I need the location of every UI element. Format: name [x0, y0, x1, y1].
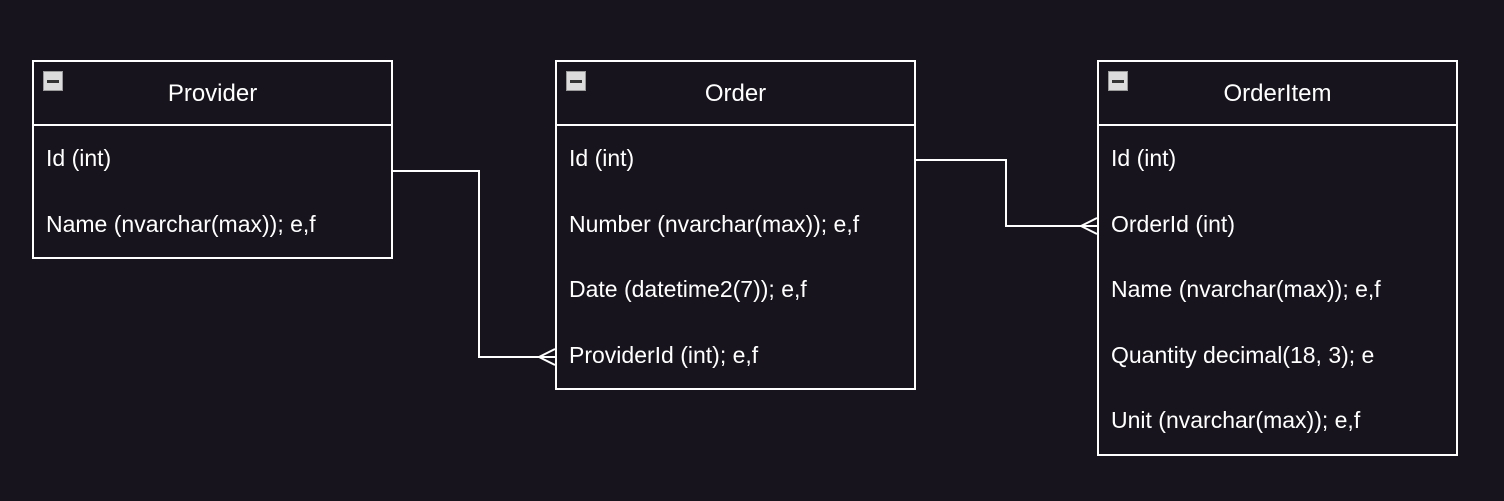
field-row[interactable]: Number (nvarchar(max)); e,f [569, 210, 860, 237]
field-row[interactable]: Name (nvarchar(max)); e,f [46, 210, 316, 237]
entity-provider[interactable]: Provider Id (int) Name (nvarchar(max)); … [32, 60, 393, 259]
field-row[interactable]: Id (int) [46, 145, 112, 172]
field-row[interactable]: OrderId (int) [1111, 210, 1235, 237]
field-row[interactable]: Id (int) [1111, 145, 1177, 172]
relationship-order-orderitem[interactable] [916, 159, 1098, 235]
field-row[interactable]: Id (int) [569, 145, 635, 172]
entity-header[interactable]: OrderItem [1099, 62, 1456, 126]
entity-orderitem[interactable]: OrderItem Id (int) OrderId (int) Name (n… [1097, 60, 1458, 456]
minus-square-icon[interactable] [1108, 71, 1128, 91]
crows-foot-icon [1080, 217, 1098, 235]
entity-title: OrderItem [1223, 80, 1332, 107]
field-row[interactable]: Unit (nvarchar(max)); e,f [1111, 407, 1361, 434]
entity-header[interactable]: Order [557, 62, 914, 126]
connector-line [393, 170, 555, 358]
minus-square-icon[interactable] [43, 71, 63, 91]
field-row[interactable]: Name (nvarchar(max)); e,f [1111, 276, 1381, 303]
minus-square-icon[interactable] [566, 71, 586, 91]
relationship-provider-order[interactable] [393, 170, 556, 366]
entity-title: Order [704, 80, 767, 107]
entity-header[interactable]: Provider [34, 62, 391, 126]
entity-order[interactable]: Order Id (int) Number (nvarchar(max)); e… [555, 60, 916, 390]
connector-line [916, 159, 1097, 227]
field-row[interactable]: ProviderId (int); e,f [569, 341, 759, 368]
entity-title: Provider [167, 80, 258, 107]
field-row[interactable]: Date (datetime2(7)); e,f [569, 276, 807, 303]
field-row[interactable]: Quantity decimal(18, 3); e [1111, 341, 1375, 368]
crows-foot-icon [538, 348, 556, 366]
